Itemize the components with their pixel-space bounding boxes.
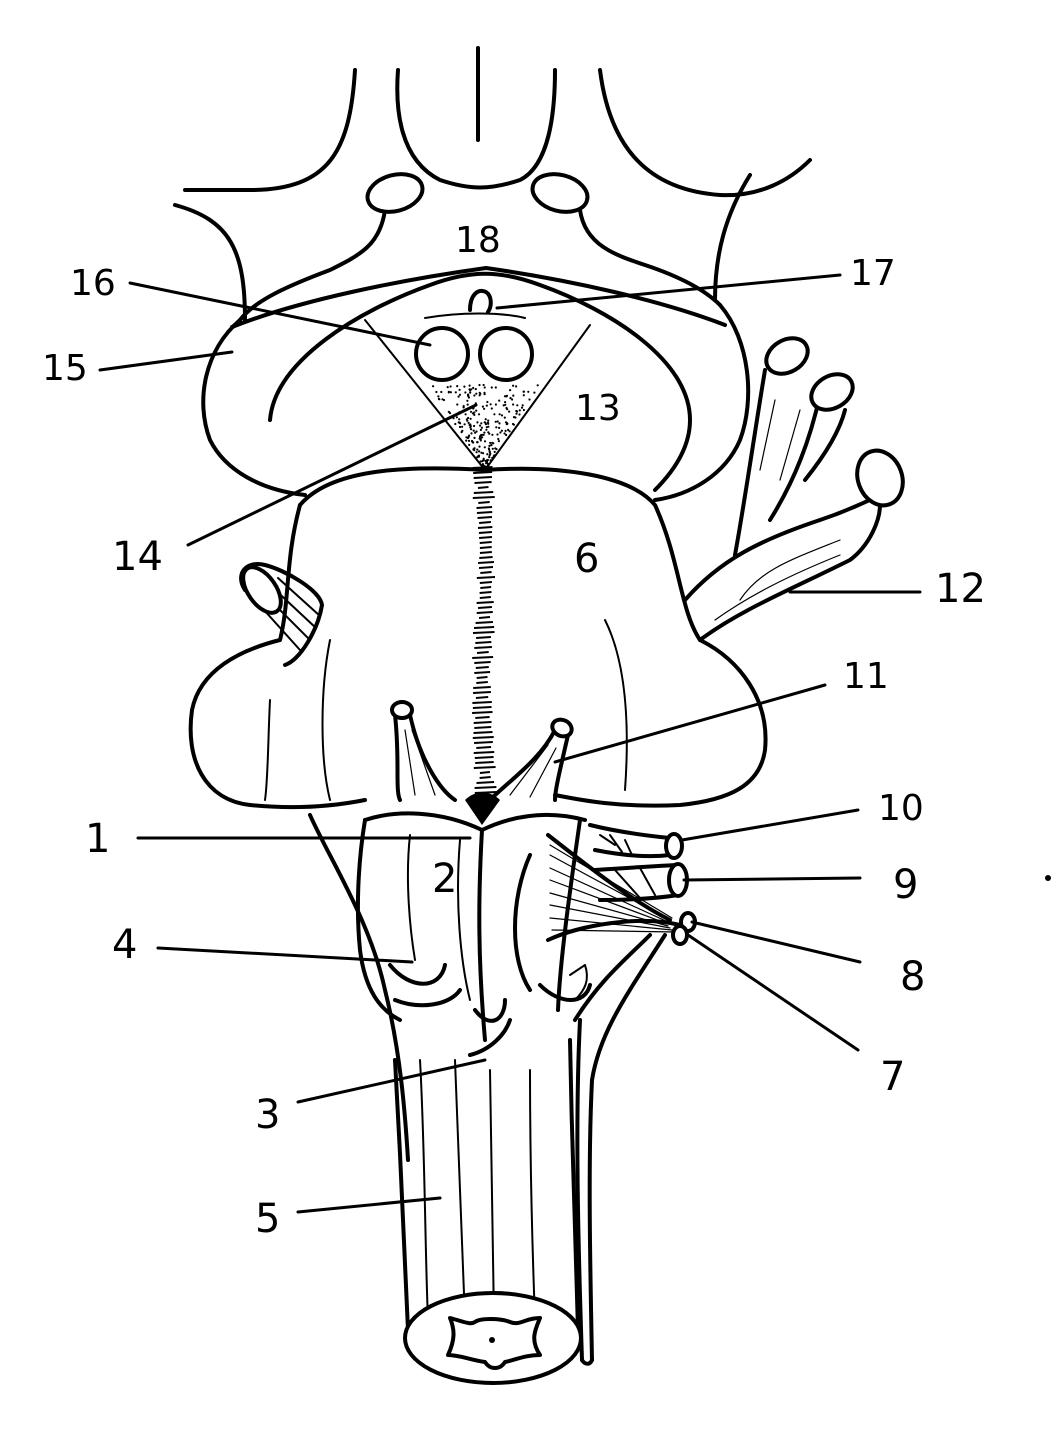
leader-14	[186, 403, 478, 547]
lower-cranial-nerves	[546, 823, 697, 1366]
label-6: 6	[574, 536, 599, 582]
leader-11	[553, 683, 827, 764]
number-labels: 1 2 3 4 5 6 7 8 9 10 11 12 13 14 15 16 1…	[42, 220, 986, 1242]
trigeminal-root-left	[239, 562, 324, 667]
label-2: 2	[432, 856, 457, 902]
upper-brain-outline	[173, 46, 812, 322]
foramen-caecum	[465, 792, 500, 825]
basilar-groove	[472, 466, 497, 799]
leader-9	[682, 876, 862, 882]
optic-nerve-stumps	[365, 172, 590, 214]
label-1: 1	[85, 816, 110, 862]
label-13: 13	[575, 388, 621, 429]
peduncle-region	[201, 266, 751, 502]
label-10: 10	[878, 788, 924, 829]
mammillary-bodies	[414, 326, 534, 382]
speck	[1045, 875, 1051, 881]
perforated-substance-stipple	[432, 383, 539, 469]
label-5: 5	[255, 1196, 280, 1242]
label-15: 15	[42, 348, 88, 389]
label-4: 4	[112, 922, 137, 968]
leader-7	[686, 933, 860, 1052]
label-9: 9	[893, 862, 918, 908]
medulla	[308, 811, 592, 1162]
leader-8	[690, 920, 862, 964]
label-3: 3	[255, 1092, 280, 1138]
label-17: 17	[850, 253, 896, 294]
abducens-roots	[390, 700, 574, 802]
leader-5	[296, 1196, 442, 1214]
label-8: 8	[900, 954, 925, 1000]
leader-4	[156, 946, 414, 964]
spinal-cord	[393, 1038, 583, 1385]
leader-15	[98, 350, 234, 372]
label-12: 12	[935, 566, 986, 612]
label-7: 7	[880, 1054, 905, 1100]
leader-16	[128, 281, 432, 347]
leader-lines	[98, 273, 922, 1214]
infundibulum-knob	[424, 289, 526, 319]
label-11: 11	[843, 656, 889, 697]
label-16: 16	[70, 263, 116, 304]
label-14: 14	[112, 534, 163, 580]
leader-3	[296, 1058, 487, 1104]
label-18: 18	[455, 220, 501, 261]
nerve-bundle-right	[683, 336, 905, 642]
leader-17	[495, 273, 842, 310]
leader-10	[680, 808, 860, 842]
